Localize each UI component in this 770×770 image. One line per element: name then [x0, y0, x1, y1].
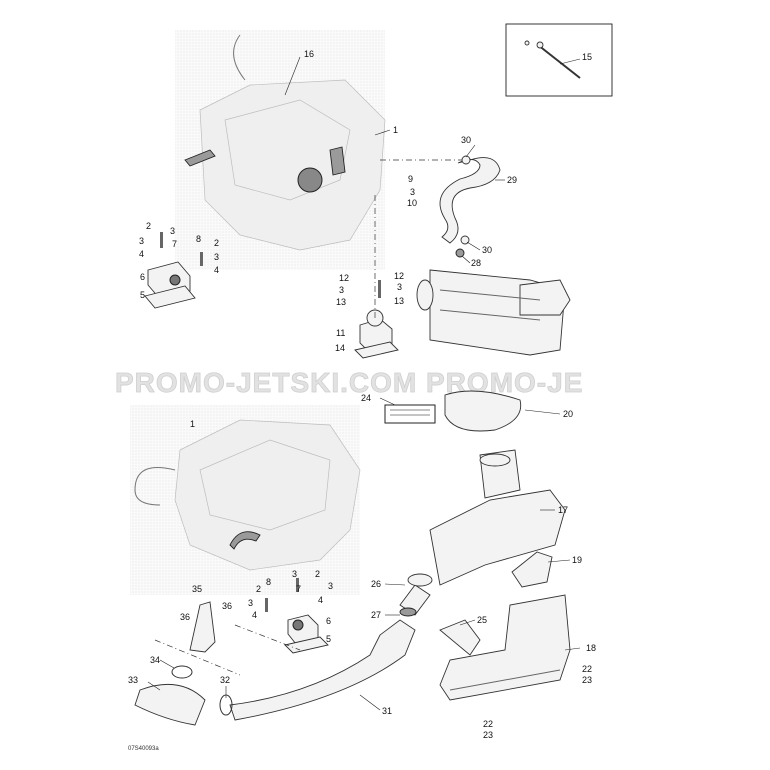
callout-4: 4 — [318, 595, 323, 605]
callout-25: 25 — [477, 615, 487, 625]
callout-12: 12 — [394, 271, 404, 281]
callout-13: 13 — [336, 297, 346, 307]
callout-1: 1 — [190, 419, 195, 429]
top-engine-illustration — [175, 30, 386, 270]
adapter-sleeve — [511, 551, 553, 588]
callout-31: 31 — [382, 706, 392, 716]
callout-19: 19 — [572, 555, 582, 565]
callout-36: 36 — [180, 612, 190, 622]
intake-filter — [134, 665, 233, 726]
inset-box-part-15 — [505, 23, 613, 97]
callout-10: 10 — [407, 198, 417, 208]
intake-tube — [229, 573, 433, 721]
callout-14: 14 — [335, 343, 345, 353]
callout-24: 24 — [361, 393, 371, 403]
muffler-assembly — [416, 269, 571, 356]
callout-5: 5 — [326, 634, 331, 644]
callout-32: 32 — [220, 675, 230, 685]
callout-22: 22 — [483, 719, 493, 729]
callout-5: 5 — [140, 290, 145, 300]
callout-3: 3 — [139, 236, 144, 246]
callout-35: 35 — [192, 584, 202, 594]
callout-4: 4 — [214, 265, 219, 275]
cover-plate — [439, 619, 481, 656]
callout-3: 3 — [397, 282, 402, 292]
callout-7: 7 — [296, 584, 301, 594]
callout-30: 30 — [461, 135, 471, 145]
callout-3: 3 — [292, 569, 297, 579]
callout-22: 22 — [582, 664, 592, 674]
drawing-code: 07S40093a — [128, 746, 159, 752]
callout-26: 26 — [371, 579, 381, 589]
watermark-text: PROMO-JETSKI.COM PROMO-JE — [115, 367, 583, 398]
bottom-engine-mounts — [189, 578, 329, 654]
top-center-engine-mount — [354, 280, 399, 359]
top-left-engine-mount — [144, 232, 203, 309]
callout-3: 3 — [410, 187, 415, 197]
reference-line — [154, 639, 241, 676]
callout-2: 2 — [256, 584, 261, 594]
callout-3: 3 — [339, 285, 344, 295]
callout-27: 27 — [371, 610, 381, 620]
exhaust-pipe — [439, 155, 501, 258]
callout-6: 6 — [140, 272, 145, 282]
callout-30: 30 — [482, 245, 492, 255]
callout-2: 2 — [146, 221, 151, 231]
leader-lines — [147, 56, 581, 711]
callout-8: 8 — [266, 577, 271, 587]
callout-23: 23 — [483, 730, 493, 740]
callout-4: 4 — [252, 610, 257, 620]
callout-13: 13 — [394, 296, 404, 306]
callout-labels: 16 1 15 30 29 30 28 9 3 10 2 3 3 8 7 2 4… — [128, 49, 596, 752]
callout-23: 23 — [582, 675, 592, 685]
callout-3: 3 — [170, 226, 175, 236]
callout-28: 28 — [471, 258, 481, 268]
callout-1: 1 — [393, 125, 398, 135]
callout-6: 6 — [326, 616, 331, 626]
callout-36: 36 — [222, 601, 232, 611]
callout-3: 3 — [248, 598, 253, 608]
callout-20: 20 — [563, 409, 573, 419]
callout-12: 12 — [339, 273, 349, 283]
callout-8: 8 — [196, 234, 201, 244]
callout-9: 9 — [408, 174, 413, 184]
callout-11: 11 — [336, 328, 345, 338]
callout-2: 2 — [315, 569, 320, 579]
bottom-engine-illustration — [130, 405, 361, 595]
callout-7: 7 — [172, 239, 177, 249]
callout-29: 29 — [507, 175, 517, 185]
callout-15: 15 — [582, 52, 592, 62]
callout-16: 16 — [304, 49, 314, 59]
callout-4: 4 — [139, 249, 144, 259]
callout-3: 3 — [328, 581, 333, 591]
callout-3: 3 — [214, 252, 219, 262]
callout-18: 18 — [586, 643, 596, 653]
callout-2: 2 — [214, 238, 219, 248]
air-intake-plenum — [384, 390, 566, 586]
callout-17: 17 — [558, 505, 568, 515]
callout-34: 34 — [150, 655, 160, 665]
callout-33: 33 — [128, 675, 138, 685]
air-box-base — [439, 594, 571, 701]
